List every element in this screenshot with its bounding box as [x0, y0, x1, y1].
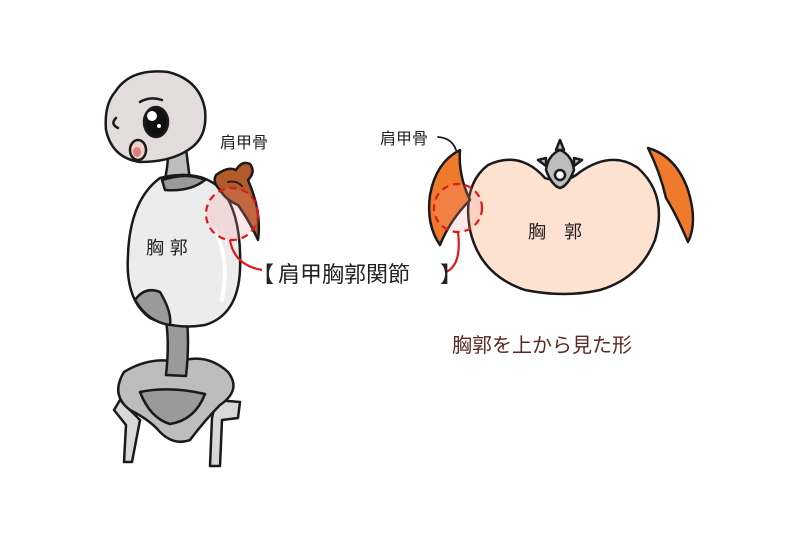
joint-highlights	[204, 182, 484, 274]
joint-bracket-open: 【	[252, 263, 274, 288]
scapula-right-top	[646, 146, 695, 244]
thorax-label-top: 胸 郭	[528, 222, 582, 243]
thorax-top-view	[427, 136, 695, 296]
scapula-label-right: 肩甲骨	[380, 129, 428, 148]
joint-highlight-left	[204, 186, 260, 242]
torso-highlight	[213, 228, 227, 302]
vertebra	[536, 138, 584, 190]
legs	[112, 398, 242, 468]
torso-shade-bottom	[133, 289, 172, 327]
connector-right	[445, 231, 460, 274]
thorax-label-side: 胸 郭	[146, 238, 188, 259]
nose	[112, 116, 120, 130]
scapula-label-left: 肩甲骨	[220, 133, 268, 152]
torso-shade-top	[160, 174, 207, 192]
cartoon-figure	[104, 70, 261, 468]
thorax-outline	[466, 158, 661, 296]
eye	[138, 97, 170, 139]
caption: 胸郭を上から見た形	[452, 333, 632, 357]
scapula-left-top	[427, 148, 472, 247]
joint-bracket-close: 】	[440, 263, 462, 288]
joint-highlight-right	[432, 182, 484, 234]
labels: 肩甲骨 肩甲骨 胸 郭 胸 郭 【 肩甲胸郭関節 】 胸郭を上から見た形	[146, 129, 632, 357]
pelvis	[117, 357, 235, 443]
joint-name: 肩甲胸郭関節	[278, 263, 410, 288]
connector-left	[228, 239, 263, 272]
